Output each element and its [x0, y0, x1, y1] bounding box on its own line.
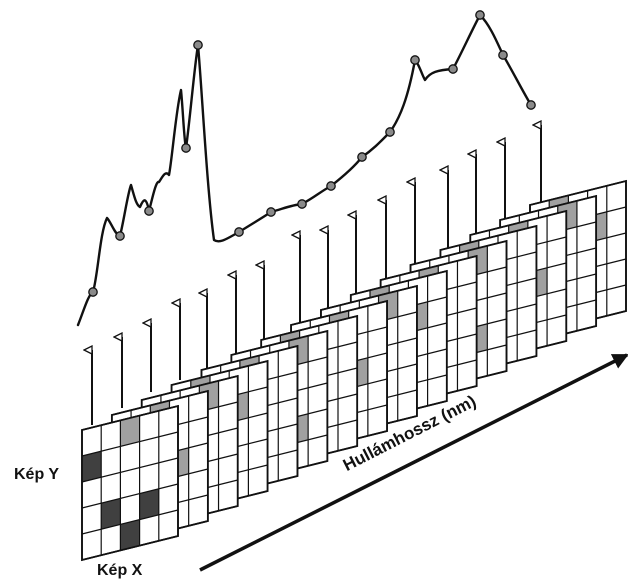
spectrum-curve: [76, 13, 533, 327]
spectrum-point: [410, 55, 420, 65]
image-y-label: Kép Y: [14, 466, 60, 483]
shaded-pixel: [120, 415, 140, 447]
spectrum-point: [88, 287, 98, 297]
shaded-pixel: [120, 519, 140, 551]
shaded-pixel: [139, 488, 159, 520]
spectrum-point: [266, 207, 276, 217]
image-x-label: Kép X: [97, 562, 143, 579]
image-slices: [81, 179, 627, 562]
spectral-readout-arrows: [92, 125, 542, 425]
spectrum-point: [357, 152, 367, 162]
spectrum-point: [181, 143, 191, 153]
spectrum-point: [326, 181, 336, 191]
spectrum-point: [475, 10, 485, 20]
wavelength-axis-arrow: [199, 353, 628, 572]
spectrum-point: [144, 206, 154, 216]
spectrum-point: [297, 199, 307, 209]
spectrum-point: [115, 231, 125, 241]
spectrum-point: [498, 50, 508, 60]
spectrum-points: [88, 10, 536, 297]
image-slice: [81, 404, 179, 562]
shaded-pixel: [82, 451, 102, 482]
spectrum-point: [385, 127, 395, 137]
spectrum-point: [448, 64, 458, 74]
spectrum-point: [193, 40, 203, 50]
spectrum-point: [526, 100, 536, 110]
spectrum-point: [234, 227, 244, 237]
shaded-pixel: [101, 498, 121, 530]
